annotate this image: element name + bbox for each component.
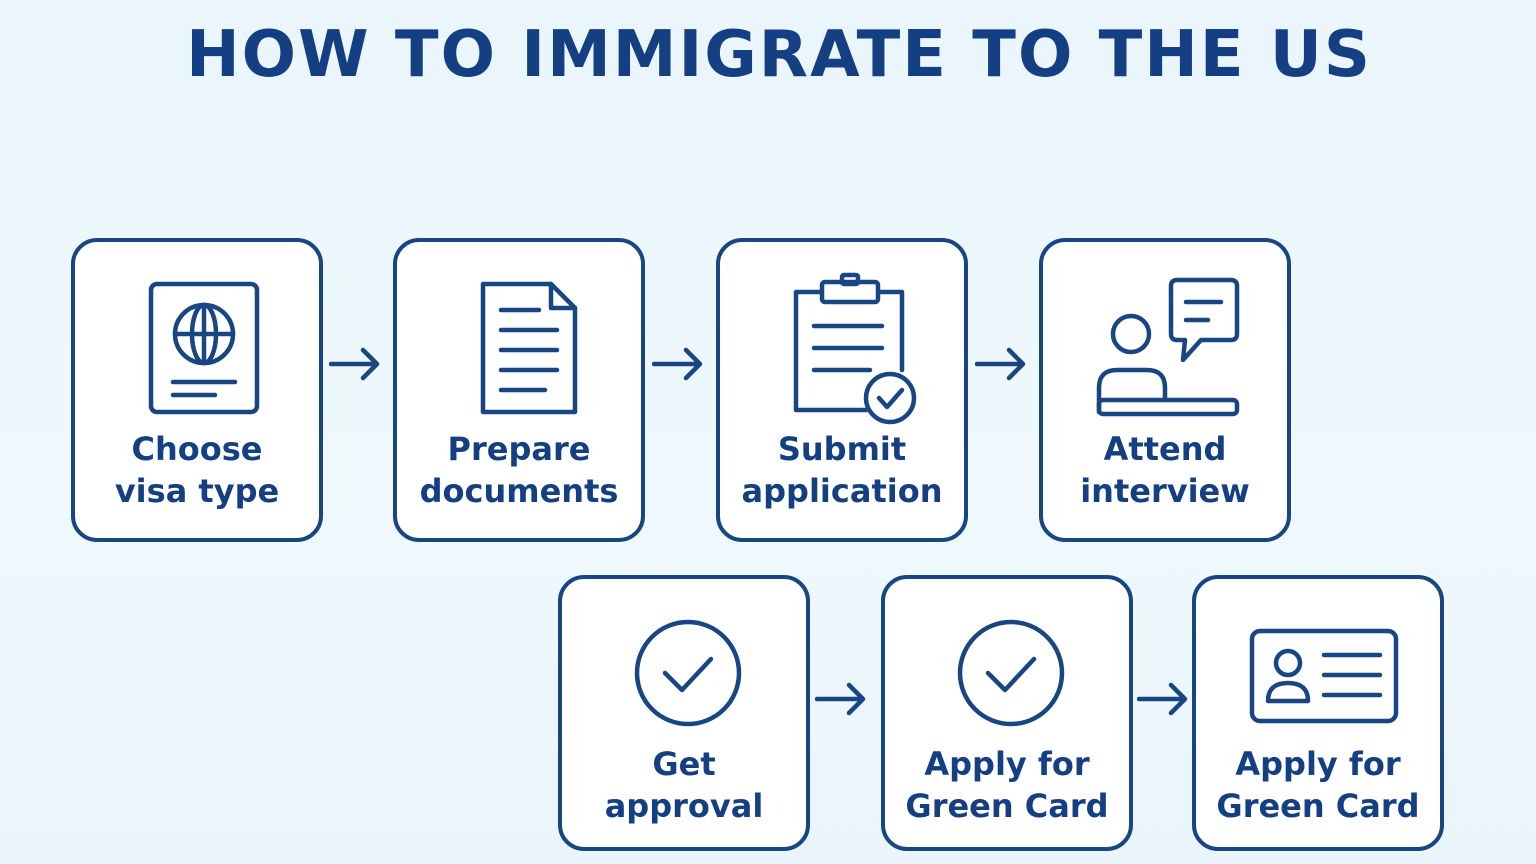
arrow-right-icon [815,682,866,716]
arrow-right-icon [975,347,1026,381]
arrow-right-icon [329,347,380,381]
check-circle-icon [634,619,742,727]
diagram-title: HOW TO IMMIGRATE TO THE US [186,18,1372,92]
step-card-choose-visa: Choose visa type [71,238,323,542]
step-card-apply-green-card-id: Apply for Green Card [1192,575,1444,851]
step-label: Submit application [741,430,943,510]
step-label: Choose visa type [114,430,280,510]
clipboard-check-icon [793,272,917,425]
step-label: Attend interview [1080,430,1250,510]
passport-icon [148,281,260,415]
step-label: Prepare documents [419,430,619,510]
id-card-icon [1249,628,1399,724]
step-label: Get approval [604,745,764,825]
arrow-right-icon [1137,682,1188,716]
step-label: Apply for Green Card [1216,745,1420,825]
step-card-get-approval: Get approval [558,575,810,851]
step-card-submit-application: Submit application [716,238,968,542]
step-label: Apply for Green Card [905,745,1109,825]
step-card-attend-interview: Attend interview [1039,238,1291,542]
check-circle-icon [957,619,1065,727]
step-card-prepare-documents: Prepare documents [393,238,645,542]
interview-icon [1096,277,1240,417]
step-card-apply-green-card: Apply for Green Card [881,575,1133,851]
document-icon [480,281,578,415]
arrow-right-icon [652,347,703,381]
